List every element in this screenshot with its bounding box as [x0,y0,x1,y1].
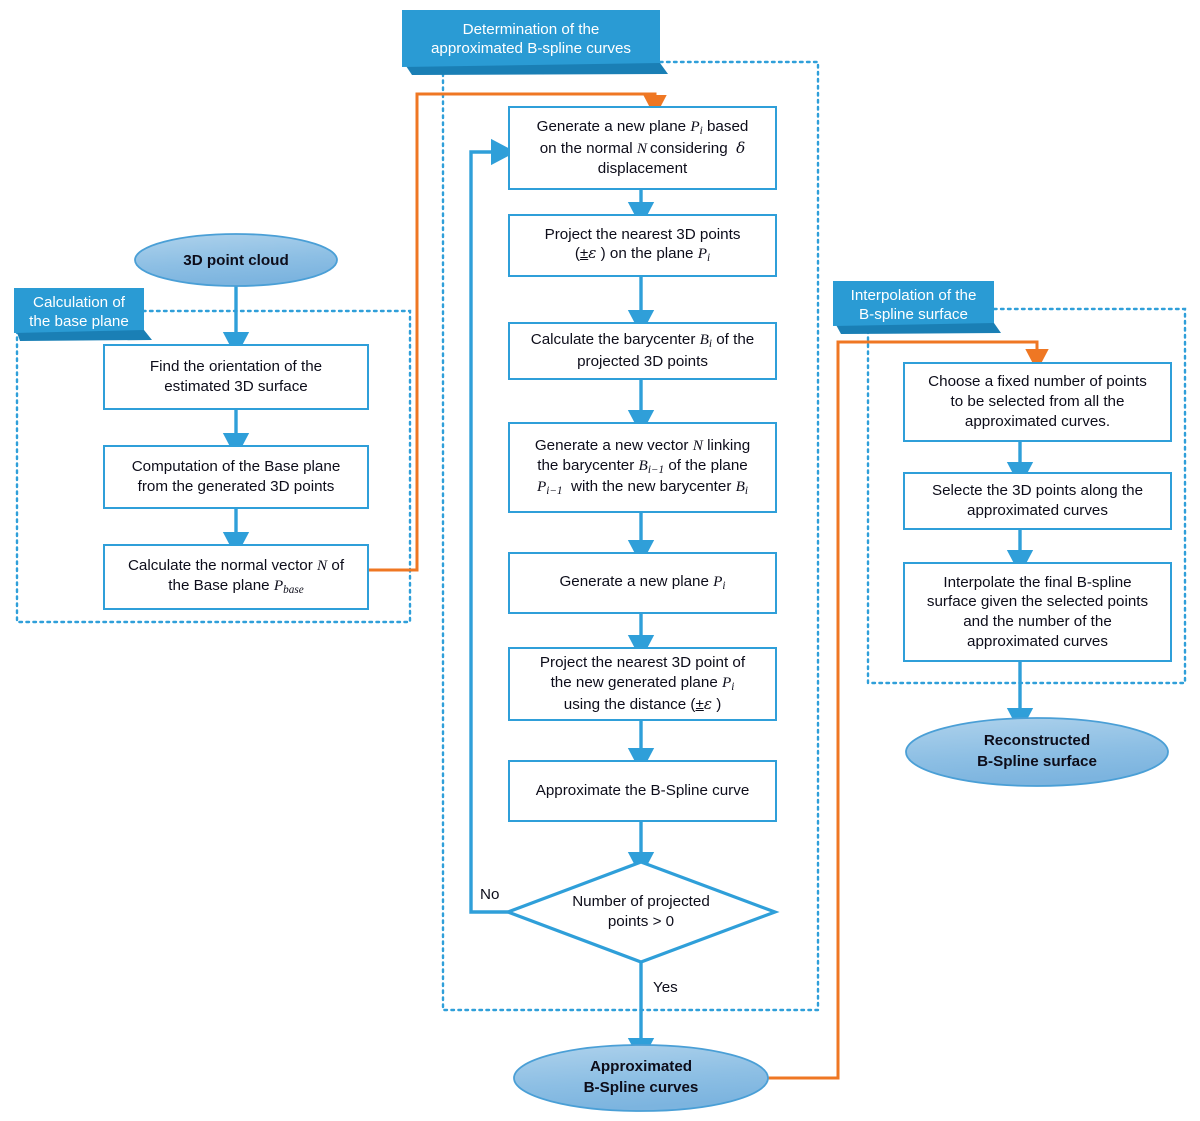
banner-surface-line1: Interpolation of the [850,286,977,304]
interpolate-surface-line1: Interpolate the final B-spline [943,573,1132,591]
banner-curves: Determination of the approximated B-spli… [402,10,660,76]
terminator-surface-line1: Reconstructed [983,732,1091,750]
project-points-line1: Project the nearest 3D points [544,225,741,243]
banner-surface-line2: B-spline surface [859,306,968,323]
select-3d-points-line1: Selecte the 3D points along the [931,482,1144,500]
arrow-no-loopback [469,138,516,914]
terminator-start-label: 3D point cloud [135,234,337,286]
process-choose-fixed-number: Choose a fixed number of points to be se… [903,362,1172,442]
generate-plane-line1: Generate a new plane Pi [559,573,726,593]
edge-label-no: No [480,886,500,903]
generate-vector-line3: Pi−1 with the new barycenter Bi [536,478,749,498]
interpolate-surface-line4: approximated curves [967,632,1108,650]
terminator-start-text: 3D point cloud [183,251,289,269]
generate-vector-line2: the barycenter Bi−1 of the plane [537,456,748,476]
process-approximate-curve: Approximate the B-Spline curve [508,760,777,822]
project-nearest-line1: Project the nearest 3D point of [539,654,746,672]
calc-barycenter-line2: projected 3D points [577,353,708,370]
banner-base-plane: Calculation of the base plane [14,288,144,344]
compute-base-plane-line2: from the generated 3D points [137,478,335,495]
generate-vector-line1: Generate a new vector N linking [534,436,751,454]
project-nearest-line2: the new generated plane Pi [550,674,735,694]
banner-curves-shape [402,10,668,75]
process-find-orientation: Find the orientation of the estimated 3D… [103,344,369,410]
banner-surface: Interpolation of the B-spline surface [833,281,994,337]
boundary-base-plane [15,309,412,624]
process-generate-plane-delta: Generate a new plane Pi based on the nor… [508,106,777,190]
calc-barycenter-line1: Calculate the barycenter Bi of the [530,331,755,351]
banner-base-plane-line1: Calculation of [32,293,126,311]
terminator-surface-label: Reconstructed B-Spline surface [906,718,1168,786]
decision-projected-points: Number of projected points > 0 [545,882,737,942]
process-select-3d-points: Selecte the 3D points along the approxim… [903,472,1172,530]
banner-base-plane-line2: the base plane [29,313,129,330]
process-generate-plane: Generate a new plane Pi [508,552,777,614]
generate-plane-delta-line1: Generate a new plane Pi based [536,118,749,138]
generate-plane-delta-line2: on the normal N considering δ [539,139,746,158]
boundary-curves [441,60,820,1012]
process-project-points: Project the nearest 3D points (±ε ) on t… [508,214,777,277]
terminator-surface-line2: B-Spline surface [977,753,1097,770]
boundary-surface [866,307,1187,685]
process-calculate-normal: Calculate the normal vector N of the Bas… [103,544,369,610]
decision-line1: Number of projected [572,893,710,911]
process-calculate-barycenter: Calculate the barycenter Bi of the proje… [508,322,777,380]
compute-base-plane-line1: Computation of the Base plane [131,458,341,476]
process-compute-base-plane: Computation of the Base plane from the g… [103,445,369,509]
project-points-line2: (±ε ) on the plane Pi [574,244,711,265]
process-project-nearest: Project the nearest 3D point of the new … [508,647,777,721]
edge-label-yes: Yes [653,979,678,996]
interpolate-surface-line3: and the number of the [963,613,1112,630]
choose-fixed-number-line1: Choose a fixed number of points [928,373,1147,391]
choose-fixed-number-line3: approximated curves. [964,412,1111,430]
find-orientation-line2: estimated 3D surface [164,378,308,395]
calc-normal-line2: the Base plane Pbase [168,576,304,597]
banner-curves-line1: Determination of the [462,20,600,38]
terminator-curves-shape [513,1044,769,1112]
orange-connector-base-to-curves [356,92,667,572]
banner-surface-shape [833,281,1001,334]
project-nearest-line3: using the distance (±ε ) [563,694,722,713]
terminator-surface-shape [905,717,1169,787]
orange-connector-curves-to-surface [768,340,1049,1080]
banner-base-plane-shape [14,288,152,341]
decision-line2: points > 0 [607,913,675,930]
generate-plane-delta-line3: displacement [597,159,688,177]
process-generate-vector: Generate a new vector N linking the bary… [508,422,777,513]
approximate-curve-line1: Approximate the B-Spline curve [535,782,750,800]
terminator-curves-line1: Approximated [589,1058,693,1076]
terminator-start-shape [134,233,338,287]
process-interpolate-surface: Interpolate the final B-spline surface g… [903,562,1172,662]
interpolate-surface-line2: surface given the selected points [926,593,1149,611]
terminator-curves-line2: B-Spline curves [583,1079,699,1096]
banner-curves-line2: approximated B-spline curves [430,40,632,57]
calc-normal-line1: Calculate the normal vector N of [127,557,345,575]
select-3d-points-line2: approximated curves [967,502,1108,519]
terminator-curves-label: Approximated B-Spline curves [514,1045,768,1111]
find-orientation-line1: Find the orientation of the [149,358,323,376]
choose-fixed-number-line2: to be selected from all the [950,393,1125,411]
